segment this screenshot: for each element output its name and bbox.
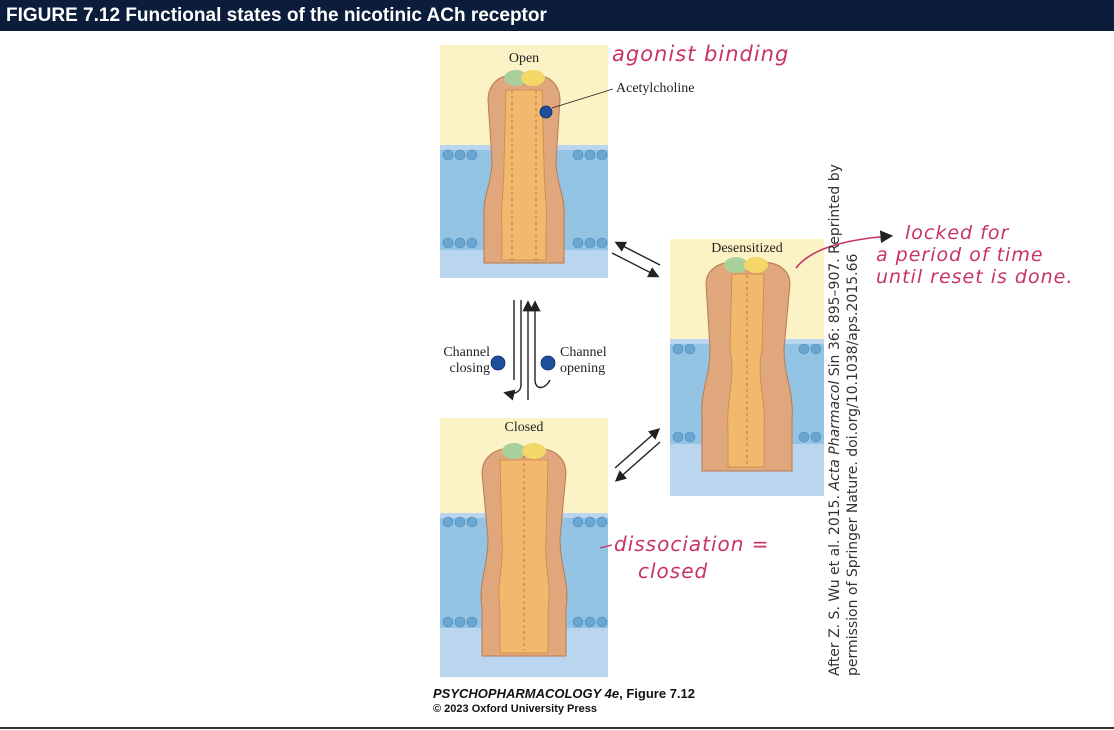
locked-annotation-line1: locked for	[905, 222, 1010, 244]
closed-label: Closed	[504, 420, 544, 435]
credit-line1: After Z. S. Wu et al. 2015. Acta Pharmac…	[826, 164, 844, 676]
bottom-rule	[0, 727, 1114, 729]
closed-panel: Closed	[440, 418, 608, 677]
figure-ref: , Figure 7.12	[619, 686, 696, 701]
copyright-caption: © 2023 Oxford University Press	[433, 703, 598, 715]
desensitized-label: Desensitized	[711, 241, 783, 256]
credit-line1-suffix: Sin 36: 895–907. Reprinted by	[827, 164, 843, 381]
open-panel: Open	[440, 45, 608, 278]
channel-closing-label: Channel closing	[430, 345, 490, 377]
figure-title: FIGURE 7.12 Functional states of the nic…	[6, 5, 547, 26]
credit-journal: Acta Pharmacol	[827, 380, 843, 491]
open-label: Open	[508, 51, 540, 66]
locked-annotation-line2: a period of time	[876, 244, 1044, 266]
channel-opening-label: Channel opening	[560, 345, 620, 377]
credit-line2: permission of Springer Nature. doi.org/1…	[845, 253, 861, 676]
open-receptor-illustration	[440, 45, 608, 278]
credit-line1-prefix: After Z. S. Wu et al. 2015.	[827, 490, 843, 676]
desensitized-receptor-illustration	[670, 239, 824, 496]
book-caption: PSYCHOPHARMACOLOGY 4e, Figure 7.12	[433, 686, 695, 701]
credit-text: After Z. S. Wu et al. 2015. Acta Pharmac…	[826, 164, 862, 676]
closed-receptor-illustration	[440, 418, 608, 677]
channel-closing-line2: closing	[449, 361, 490, 376]
book-title: PSYCHOPHARMACOLOGY 4e	[433, 686, 620, 701]
acetylcholine-label: Acetylcholine	[616, 81, 695, 96]
channel-opening-line2: opening	[560, 361, 606, 376]
desensitized-panel: Desensitized	[670, 239, 824, 496]
dissociation-annotation-line1: dissociation =	[614, 532, 770, 556]
figure-header: FIGURE 7.12 Functional states of the nic…	[0, 0, 1114, 31]
channel-closing-line1: Channel	[443, 345, 490, 360]
locked-annotation-line3: until reset is done.	[876, 266, 1074, 288]
agonist-binding-annotation: agonist binding	[612, 42, 790, 66]
dissociation-annotation-line2: closed	[638, 559, 709, 583]
channel-opening-line1: Channel	[560, 345, 607, 360]
